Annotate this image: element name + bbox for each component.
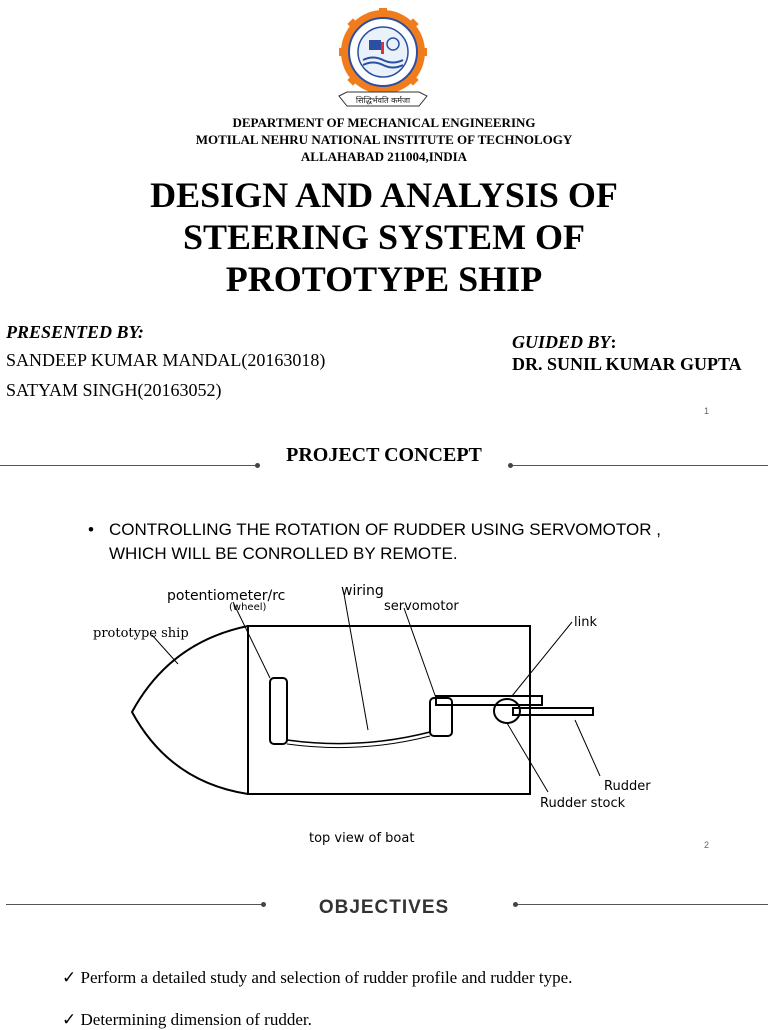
objective-item: ✓ Determining dimension of rudder. — [62, 1010, 312, 1030]
logo-banner: सिद्धिर्भवति कर्मजा — [338, 91, 428, 107]
wiring-shape — [286, 731, 431, 745]
rudder-stock-shape — [493, 698, 521, 724]
section-rule-right — [516, 904, 768, 905]
rule-end-dot — [255, 463, 260, 468]
gear-emblem-icon — [339, 8, 427, 96]
guided-by-label: GUIDED BY: — [512, 332, 617, 353]
bullet-text: CONTROLLING THE ROTATION OF RUDDER USING… — [109, 520, 661, 563]
servomotor-shape — [429, 697, 453, 737]
rudder-shape — [512, 707, 594, 716]
boat-diagram: potentiometer/rc (wheel) wiring servomot… — [93, 583, 651, 846]
objective-text: Perform a detailed study and selection o… — [80, 968, 573, 987]
page-number: 2 — [704, 840, 710, 850]
guide-name: DR. SUNIL KUMAR GUPTA — [512, 354, 742, 374]
rule-end-dot — [508, 463, 513, 468]
boat-hull-outline — [247, 625, 531, 795]
diagram-caption: top view of boat — [309, 831, 414, 846]
presenter-name: SANDEEP KUMAR MANDAL(20163018) — [6, 350, 326, 370]
label-rudder: Rudder — [604, 779, 651, 794]
address-line: ALLAHABAD 211004,INDIA — [300, 149, 468, 164]
section-rule-right — [512, 465, 768, 466]
rule-end-dot — [513, 902, 518, 907]
guided-by-colon: : — [610, 332, 617, 352]
label-potentiometer: potentiometer/rc — [167, 588, 285, 604]
institute-logo: सिद्धिर्भवति कर्मजा — [338, 8, 428, 107]
boat-bow-outline — [130, 625, 249, 795]
department-line: DEPARTMENT OF MECHANICAL ENGINEERING — [232, 115, 536, 130]
label-wiring: wiring — [341, 583, 384, 599]
logo-motto: सिद्धिर्भवति कर्मजा — [356, 95, 411, 105]
check-icon: ✓ — [62, 968, 77, 987]
objective-text: Determining dimension of rudder. — [80, 1010, 312, 1029]
check-icon: ✓ — [62, 1010, 77, 1029]
section-rule-left — [0, 465, 258, 466]
label-wheel: (wheel) — [229, 602, 267, 613]
page-number: 1 — [704, 406, 710, 416]
label-link: link — [574, 615, 597, 630]
bullet-marker: • — [88, 520, 94, 539]
title-line: STEERING SYSTEM OF — [182, 217, 586, 257]
label-rudder-stock: Rudder stock — [540, 796, 626, 811]
title-line: DESIGN AND ANALYSIS OF — [150, 175, 618, 215]
label-prototype-ship: prototype ship — [93, 626, 189, 641]
potentiometer-shape — [269, 677, 288, 745]
section-title-project-concept: PROJECT CONCEPT — [286, 444, 482, 466]
presented-by-label: PRESENTED BY: — [6, 322, 144, 342]
title-line: PROTOTYPE SHIP — [225, 259, 543, 299]
institute-line: MOTILAL NEHRU NATIONAL INSTITUTE OF TECH… — [195, 132, 573, 147]
guided-by-text: GUIDED BY — [512, 332, 611, 352]
objective-item: ✓ Perform a detailed study and selection… — [62, 968, 572, 988]
rule-end-dot — [261, 902, 266, 907]
label-servomotor: servomotor — [384, 599, 459, 614]
presenter-name: SATYAM SINGH(20163052) — [6, 380, 222, 400]
presentation-title: DESIGN AND ANALYSIS OF STEERING SYSTEM O… — [84, 174, 684, 300]
section-title-objectives: OBJECTIVES — [318, 897, 450, 918]
link-arm-shape — [435, 695, 543, 706]
section-rule-left — [6, 904, 264, 905]
